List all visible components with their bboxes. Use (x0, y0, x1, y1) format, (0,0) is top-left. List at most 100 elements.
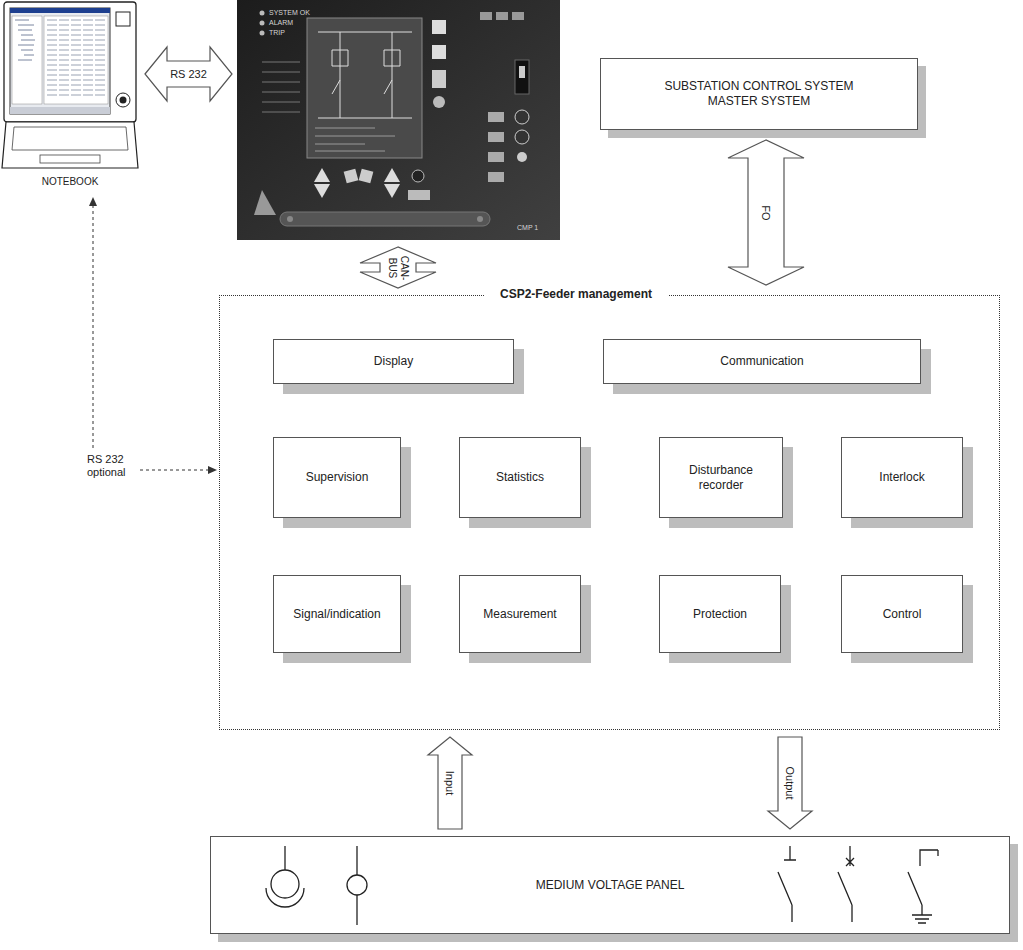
control-unit-photo (480, 12, 492, 20)
control-unit-photo (384, 184, 400, 198)
box-label: MEDIUM VOLTAGE PANEL (536, 878, 685, 893)
switchgear-symbols (838, 846, 854, 922)
box-label: SUBSTATION CONTROL SYSTEM MASTER SYSTEM (644, 79, 874, 109)
feeder-management-group: CSP2-Feeder managementDisplayCommunicati… (219, 295, 1000, 730)
notebook-drawing (10, 8, 110, 13)
notebook-drawing (12, 127, 128, 150)
connector-label: Output (784, 766, 797, 799)
control-unit-photo (280, 212, 490, 226)
switchgear-symbols (284, 846, 285, 870)
control-unit-photo (515, 110, 529, 124)
control-unit-photo (314, 184, 330, 198)
box-label: Statistics (496, 470, 544, 485)
switchgear-symbols (347, 875, 367, 895)
notebook-drawing (10, 107, 110, 114)
control-unit-photo (260, 31, 265, 36)
control-unit-photo (432, 70, 446, 88)
double-block-arrow (145, 47, 232, 101)
function-box: Communication (603, 339, 921, 384)
double-block-arrow (728, 140, 804, 285)
control-unit-photo (307, 18, 422, 158)
control-unit-photo (237, 0, 560, 240)
control-unit-photo (515, 130, 529, 144)
node-label: TRIP (269, 29, 285, 36)
box-label: Measurement (483, 607, 556, 622)
notebook-drawing (2, 122, 138, 168)
control-unit-photo (260, 11, 265, 16)
notebook-drawing (40, 155, 100, 163)
function-box: Control (841, 575, 963, 653)
connector-label: Input (444, 771, 457, 795)
connector-label: FO (760, 205, 773, 220)
notebook-drawing (116, 93, 130, 107)
notebook-drawing (116, 12, 130, 26)
control-unit-photo (432, 45, 446, 59)
control-unit-photo (488, 172, 504, 182)
function-box: Display (273, 339, 514, 384)
control-unit-photo (260, 21, 265, 26)
box-label: Control (883, 607, 922, 622)
control-unit-photo (477, 216, 483, 222)
switchgear-symbols (908, 850, 938, 923)
box-label: Signal/indication (293, 607, 380, 622)
control-unit-photo (314, 168, 330, 182)
node-label: ALARM (269, 19, 293, 26)
function-box: Measurement (459, 575, 581, 653)
control-unit-photo (488, 112, 504, 122)
block-arrow (768, 737, 812, 829)
dashed-arrow (89, 197, 217, 474)
function-box: Signal/indication (273, 575, 401, 653)
control-unit-photo (488, 152, 504, 162)
control-unit-photo (254, 190, 276, 215)
control-unit-photo (344, 169, 359, 184)
control-unit-photo (359, 169, 374, 184)
control-unit-photo (237, 0, 560, 240)
switchgear-symbols (266, 846, 938, 925)
box-label: Disturbance recorder (668, 463, 774, 493)
master-system-box: SUBSTATION CONTROL SYSTEM MASTER SYSTEM (600, 58, 918, 130)
control-unit-photo (262, 62, 300, 112)
notebook-computer: NOTEBOOK (0, 0, 140, 195)
control-unit-photo (517, 152, 527, 162)
control-unit-photo (515, 60, 529, 94)
node-label: NOTEBOOK (0, 176, 140, 187)
function-box: Supervision (273, 437, 401, 518)
control-unit-photo (408, 190, 430, 200)
block-arrow (428, 737, 472, 829)
box-label: Display (374, 354, 413, 369)
box-label: Supervision (306, 470, 369, 485)
notebook-drawing (47, 20, 105, 95)
control-unit-photo (512, 12, 524, 20)
switchgear-symbols (271, 870, 299, 898)
arrowhead (208, 466, 217, 474)
control-unit-photo (384, 168, 400, 182)
connector-label: RS 232 (170, 68, 207, 81)
notebook-drawing (44, 16, 108, 104)
control-unit: SYSTEM OKALARMTRIPCMP 1 (237, 0, 560, 240)
box-label: Protection (693, 607, 747, 622)
control-unit-photo (488, 132, 504, 142)
control-unit-photo (433, 96, 445, 108)
notebook-drawing (15, 20, 35, 60)
connector-label: CAN- BUS (387, 254, 410, 282)
function-box: Disturbance recorder (659, 437, 783, 518)
switchgear-symbols (778, 846, 796, 922)
notebook-drawing (2, 2, 138, 168)
dashed-line (93, 205, 209, 470)
control-unit-photo (496, 12, 508, 20)
control-unit-photo (519, 66, 525, 78)
notebook-drawing (4, 2, 136, 122)
double-block-arrow (360, 247, 436, 288)
control-unit-photo (315, 128, 395, 151)
notebook-drawing (120, 97, 127, 104)
connector-label: RS 232 optional (84, 451, 140, 480)
switchgear-panel: MEDIUM VOLTAGE PANEL (210, 836, 1010, 934)
function-box: Interlock (841, 437, 963, 518)
function-box: Statistics (459, 437, 581, 518)
group-title: CSP2-Feeder management (484, 287, 668, 301)
switchgear-symbols (266, 888, 304, 907)
notebook-drawing (12, 16, 42, 104)
control-unit-photo (287, 216, 293, 222)
control-unit-photo (318, 32, 412, 118)
